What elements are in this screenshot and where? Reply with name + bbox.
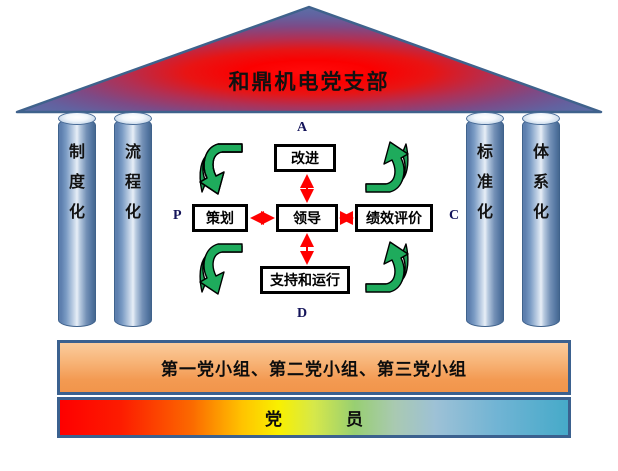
pillar-liuchenghua: 流 程 化 xyxy=(114,112,152,327)
phase-label-c: C xyxy=(449,208,460,223)
pillar-char: 准 xyxy=(476,174,493,191)
pillar-char: 流 xyxy=(124,144,141,161)
pillar-char: 化 xyxy=(532,204,549,221)
cycle-arrow-top-left-icon xyxy=(199,143,243,195)
pillar-char: 化 xyxy=(68,204,85,221)
pdca-node-performance-evaluation[interactable]: 绩效评价 xyxy=(355,204,433,232)
pillar-biaozhunhua: 标 准 化 xyxy=(466,112,504,327)
pillar-char: 标 xyxy=(476,144,493,161)
pillar-char: 程 xyxy=(124,174,141,191)
cycle-arrow-bottom-right-icon xyxy=(365,241,409,293)
party-members-label: 党 员 xyxy=(265,410,373,429)
pillar-tixihua: 体 系 化 xyxy=(522,112,560,327)
pillar-body xyxy=(114,118,152,327)
roof-shape: 和鼎机电党支部 xyxy=(14,4,604,116)
pillar-char: 制 xyxy=(68,144,85,161)
cycle-arrow-bottom-left-icon xyxy=(199,243,243,295)
pillar-char: 化 xyxy=(124,204,141,221)
pillar-char: 系 xyxy=(532,174,549,191)
pillar-cap xyxy=(522,112,560,125)
page-title: 和鼎机电党支部 xyxy=(228,70,390,94)
party-groups-bar: 第一党小组、第二党小组、第三党小组 xyxy=(57,340,571,395)
pillar-cap xyxy=(466,112,504,125)
pillar-char: 度 xyxy=(68,174,85,191)
phase-label-d: D xyxy=(297,306,308,321)
pillar-body xyxy=(58,118,96,327)
party-members-bar: 党 员 xyxy=(57,397,571,438)
pillar-label: 制 度 化 xyxy=(58,138,96,228)
pdca-cycle-diagram: A P C D 改进 策划 领导 绩效评价 支持和运行 xyxy=(168,118,464,332)
pillar-char: 化 xyxy=(476,204,493,221)
phase-label-p: P xyxy=(173,208,182,223)
pillar-label: 体 系 化 xyxy=(522,138,560,228)
pillar-body xyxy=(466,118,504,327)
roof-triangle-icon xyxy=(15,5,603,114)
pdca-node-support-and-operation[interactable]: 支持和运行 xyxy=(260,266,350,294)
cycle-arrow-top-right-icon xyxy=(365,141,409,193)
pillar-zhiduhua: 制 度 化 xyxy=(58,112,96,327)
pdca-node-planning[interactable]: 策划 xyxy=(192,204,248,232)
pillar-cap xyxy=(114,112,152,125)
pillar-char: 体 xyxy=(532,144,549,161)
pillar-label: 标 准 化 xyxy=(466,138,504,228)
pillar-label: 流 程 化 xyxy=(114,138,152,228)
phase-label-a: A xyxy=(297,120,308,135)
pdca-node-improvement[interactable]: 改进 xyxy=(274,144,336,172)
pillar-body xyxy=(522,118,560,327)
pillar-cap xyxy=(58,112,96,125)
pdca-node-leadership[interactable]: 领导 xyxy=(276,204,338,232)
party-groups-label: 第一党小组、第二党小组、第三党小组 xyxy=(161,360,467,379)
